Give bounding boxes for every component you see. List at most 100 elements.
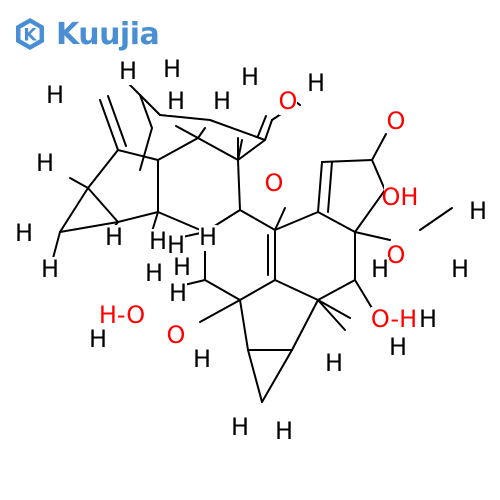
atom-label-bg-12 — [41, 257, 59, 283]
atom-label-bg-2 — [163, 57, 181, 83]
bond-33 — [317, 279, 356, 301]
atom-label-34: H — [275, 417, 293, 445]
brand-name: Kuujia — [56, 16, 160, 52]
atom-label-26: O — [167, 321, 186, 349]
bond-47 — [247, 349, 263, 403]
atom-label-13: H — [105, 223, 123, 251]
atom-label-21: O — [387, 241, 406, 269]
atom-label-bg-11 — [15, 221, 33, 247]
atom-label-bg-28 — [371, 307, 417, 333]
atom-label-8: O — [387, 107, 406, 135]
atom-label-28: O-H — [371, 305, 417, 333]
atom-label-3: H — [241, 63, 259, 91]
atom-label-30: H — [389, 333, 407, 361]
bond-3 — [87, 187, 119, 223]
atom-label-bg-34 — [275, 419, 293, 445]
bond-34 — [274, 279, 319, 301]
atom-label-bg-21 — [387, 243, 405, 269]
brand-logo: K Kuujia — [12, 12, 160, 56]
bond-18 — [237, 139, 266, 161]
logo-letter: K — [23, 26, 37, 46]
bond-4 — [59, 187, 89, 233]
bond-50 — [317, 299, 346, 331]
atom-label-bg-4 — [307, 71, 325, 97]
atom-label-bg-13 — [105, 225, 123, 251]
atom-label-32: H — [325, 349, 343, 377]
atom-label-31: H — [193, 345, 211, 373]
atom-label-5: H — [167, 87, 185, 115]
atom-label-17: H — [145, 259, 163, 287]
bond-28 — [204, 279, 241, 301]
bond-39 — [371, 159, 386, 191]
bond-13 — [157, 211, 206, 233]
logo-hexagon-icon: K — [16, 18, 44, 50]
bond-51 — [317, 299, 351, 319]
atom-label-bg-3 — [241, 65, 259, 91]
atom-label-9: O — [265, 169, 284, 197]
atom-label-18: H — [173, 253, 191, 281]
bond-59 — [175, 125, 199, 139]
atom-label-11: H — [15, 219, 33, 247]
atom-label-14: H — [149, 227, 167, 255]
atom-label-bg-27 — [89, 327, 107, 353]
bond-42 — [419, 207, 453, 231]
bond-0 — [99, 99, 119, 151]
bond-24 — [274, 207, 286, 231]
atom-label-29: H — [419, 305, 437, 333]
atom-label-bg-30 — [389, 335, 407, 361]
bond-30 — [274, 211, 319, 231]
bond-60 — [139, 127, 153, 171]
bond-6 — [117, 211, 159, 223]
atom-label-bg-1 — [119, 59, 137, 85]
atom-label-12: H — [41, 255, 59, 283]
bond-41 — [354, 231, 391, 241]
bond-11 — [237, 159, 241, 211]
atom-label-23: H — [451, 255, 469, 283]
atom-label-22: H — [469, 197, 487, 225]
bond-35 — [317, 161, 323, 213]
bond-9 — [157, 137, 199, 161]
bond-48 — [261, 349, 293, 403]
atom-label-bg-22 — [469, 199, 487, 225]
atom-label-bg-0 — [46, 83, 64, 109]
bond-23 — [239, 209, 276, 231]
bond-37 — [321, 159, 373, 163]
bond-17 — [209, 119, 266, 141]
atom-label-6: H — [213, 87, 231, 115]
atom-label-20: OH — [382, 183, 419, 211]
atom-label-bg-8 — [387, 109, 405, 135]
bond-19 — [264, 119, 273, 141]
bond-5 — [59, 221, 119, 233]
atom-label-bg-19 — [169, 281, 187, 307]
atom-label-19: H — [169, 279, 187, 307]
bond-16 — [159, 114, 211, 121]
bond-21 — [139, 94, 161, 116]
atom-label-bg-20 — [384, 185, 416, 211]
atom-label-bg-32 — [325, 351, 343, 377]
bond-2 — [87, 149, 119, 189]
bond-44 — [239, 299, 249, 351]
bond-1 — [107, 95, 127, 147]
atom-label-bg-31 — [193, 347, 211, 373]
bond-36 — [327, 161, 333, 213]
atom-label-bg-25 — [99, 303, 145, 329]
atom-label-16: H — [199, 223, 217, 251]
atom-label-24: H — [371, 255, 389, 283]
atom-label-bg-14 — [149, 229, 167, 255]
atom-label-1: H — [119, 57, 137, 85]
bond-46 — [291, 299, 319, 351]
atom-label-bg-10 — [36, 151, 54, 177]
bond-38 — [371, 133, 387, 161]
bond-56 — [69, 177, 89, 189]
atom-label-4: H — [307, 69, 325, 97]
atom-label-bg-16 — [199, 225, 217, 251]
atom-label-bg-24 — [371, 257, 389, 283]
atom-label-bg-15 — [167, 233, 185, 259]
atom-label-bg-18 — [173, 255, 191, 281]
atom-label-25: H-O — [99, 301, 145, 329]
bond-49 — [199, 299, 241, 323]
atom-label-bg-29 — [419, 307, 437, 333]
